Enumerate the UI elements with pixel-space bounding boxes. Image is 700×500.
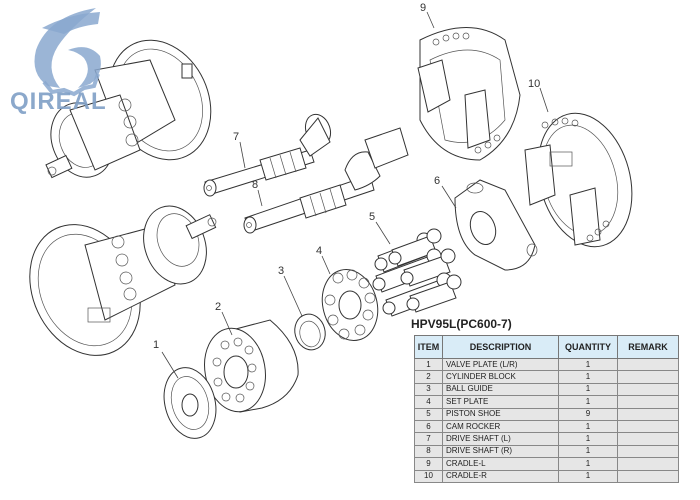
cell-description: SET PLATE xyxy=(442,395,559,409)
pump-assembly-upper xyxy=(45,39,212,179)
callout-2: 2 xyxy=(215,301,221,313)
cradle-r xyxy=(524,112,633,248)
cell-item: 5 xyxy=(414,407,443,421)
cam-rocker xyxy=(454,179,538,271)
cell-remark xyxy=(617,357,679,372)
cell-remark xyxy=(617,432,679,446)
cell-description: CRADLE-L xyxy=(442,457,559,471)
cell-description: CYLINDER BLOCK xyxy=(442,370,559,384)
callout-5: 5 xyxy=(369,211,375,223)
callout-7: 7 xyxy=(233,131,239,143)
cell-remark xyxy=(617,382,679,397)
callouts: 1 2 3 4 5 6 7 8 9 10 xyxy=(153,2,540,351)
cell-remark xyxy=(617,457,679,471)
cell-item: 8 xyxy=(414,444,443,459)
cell-item: 10 xyxy=(414,469,443,483)
cell-item: 4 xyxy=(414,395,443,409)
cell-quantity: 1 xyxy=(558,432,618,446)
cell-quantity: 1 xyxy=(558,382,618,397)
cell-item: 6 xyxy=(414,419,443,434)
cell-quantity: 1 xyxy=(558,357,618,372)
cell-remark xyxy=(617,419,679,434)
callout-3: 3 xyxy=(278,265,284,277)
header-item: ITEM xyxy=(414,335,443,359)
cell-description: DRIVE SHAFT (R) xyxy=(442,444,559,459)
callout-10: 10 xyxy=(528,78,540,90)
cradle-l xyxy=(417,27,521,161)
callout-8: 8 xyxy=(252,179,258,191)
qireal-logo-icon xyxy=(34,8,101,97)
cell-description: PISTON SHOE xyxy=(442,407,559,421)
leader-lines xyxy=(161,11,549,379)
callout-6: 6 xyxy=(434,175,440,187)
cell-description: DRIVE SHAFT (L) xyxy=(442,432,559,446)
valve-plate xyxy=(163,367,217,439)
cell-quantity: 1 xyxy=(558,444,618,459)
callout-1: 1 xyxy=(153,339,159,351)
cell-item: 2 xyxy=(414,370,443,384)
cell-item: 1 xyxy=(414,357,443,372)
pump-assembly-lower xyxy=(29,205,217,356)
cell-remark xyxy=(617,469,679,483)
cell-description: VALVE PLATE (L/R) xyxy=(442,357,559,372)
cylinder-block xyxy=(204,319,299,413)
cell-item: 3 xyxy=(414,382,443,397)
cell-quantity: 9 xyxy=(558,407,618,421)
cell-description: BALL GUIDE xyxy=(442,382,559,397)
ball-guide xyxy=(294,313,326,351)
callout-9: 9 xyxy=(420,2,426,14)
cell-item: 7 xyxy=(414,432,443,446)
table-header-row: ITEM DESCRIPTION QUANTITY REMARK xyxy=(414,335,679,359)
header-quantity: QUANTITY xyxy=(558,335,618,359)
cell-remark xyxy=(617,370,679,384)
cell-remark xyxy=(617,407,679,421)
cell-quantity: 1 xyxy=(558,419,618,434)
piston-shoes xyxy=(372,228,462,317)
cell-quantity: 1 xyxy=(558,395,618,409)
cell-item: 9 xyxy=(414,457,443,471)
model-title: HPV95L(PC600-7) xyxy=(411,317,512,331)
logo-text: QIREAL xyxy=(10,88,107,115)
cell-quantity: 1 xyxy=(558,469,618,483)
cell-quantity: 1 xyxy=(558,457,618,471)
cell-description: CRADLE-R xyxy=(442,469,559,483)
cell-quantity: 1 xyxy=(558,370,618,384)
callout-4: 4 xyxy=(316,245,322,257)
header-description: DESCRIPTION xyxy=(442,335,559,359)
cell-description: CAM ROCKER xyxy=(442,419,559,434)
drive-shaft-l xyxy=(203,113,332,197)
set-plate xyxy=(321,269,379,341)
header-remark: REMARK xyxy=(617,335,679,359)
cell-remark xyxy=(617,444,679,459)
drive-shaft-r xyxy=(243,127,409,234)
cell-remark xyxy=(617,395,679,409)
